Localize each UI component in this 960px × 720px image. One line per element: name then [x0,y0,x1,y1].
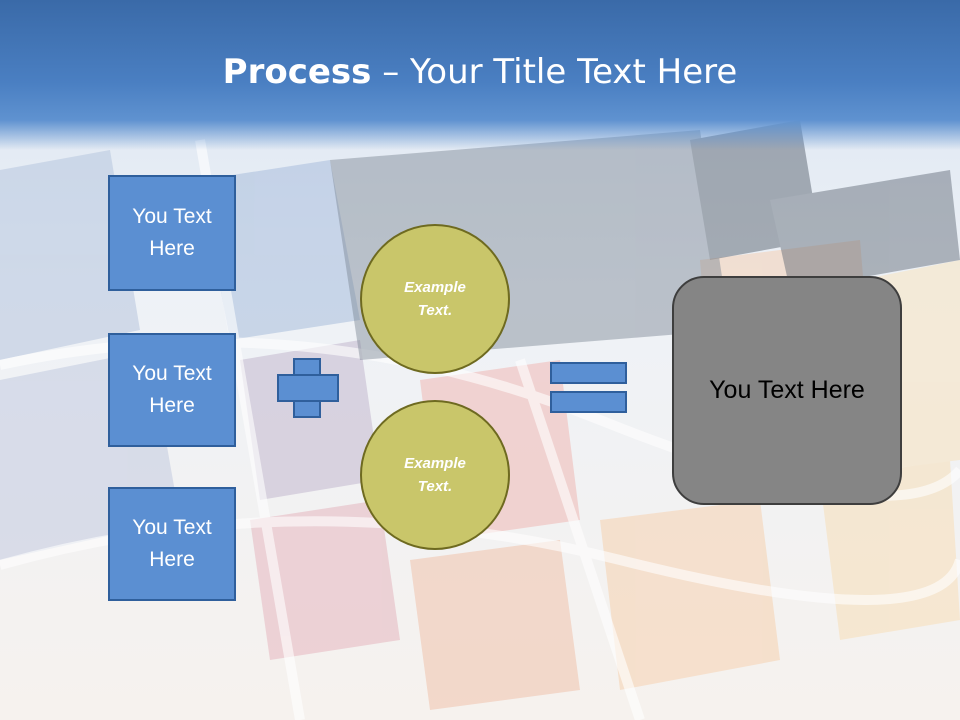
title-dash: – [371,52,411,92]
result-box-label: You Text Here [709,376,865,404]
slide-title: Process – Your Title Text Here [0,52,960,92]
text-box-2-label: You Text Here [132,362,212,417]
equals-sign-top [550,362,627,384]
example-circle-1-label: Example Text. [404,279,466,319]
text-box-3-label: You Text Here [132,516,212,571]
text-box-1-label: You Text Here [132,205,212,260]
title-band [0,0,960,150]
example-circle-2[interactable]: Example Text. [360,400,510,550]
result-box[interactable]: You Text Here [672,276,902,505]
text-box-2[interactable]: You Text Here [108,333,236,447]
text-box-1[interactable]: You Text Here [108,175,236,291]
example-circle-2-label: Example Text. [404,455,466,495]
text-box-3[interactable]: You Text Here [108,487,236,601]
plus-sign-center [295,376,319,400]
title-rest: Your Title Text Here [410,52,738,92]
title-bold: Process [222,52,372,92]
equals-sign-bottom [550,391,627,413]
example-circle-1[interactable]: Example Text. [360,224,510,374]
